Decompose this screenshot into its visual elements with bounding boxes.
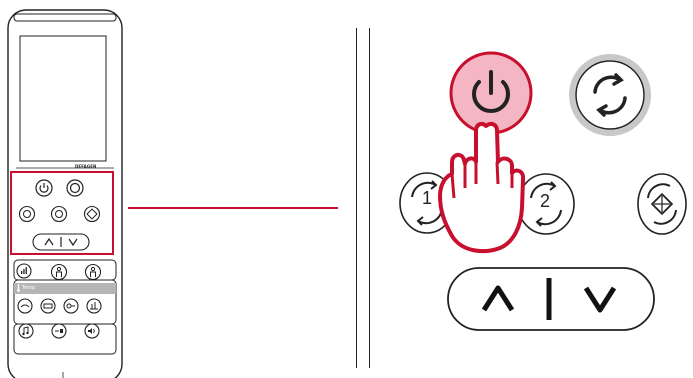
remote-temp-mode-2[interactable]	[40, 298, 56, 314]
remote-person-button-2[interactable]	[84, 263, 102, 281]
remote-fan-speed-button[interactable]	[16, 263, 32, 279]
temp-label: Temp	[22, 285, 36, 291]
divider-line-1	[356, 28, 358, 368]
cycle-icon	[593, 73, 627, 117]
remote-sound-button[interactable]	[18, 323, 34, 339]
thermometer-icon	[16, 284, 21, 292]
up-down-rocker[interactable]	[446, 266, 656, 332]
swing-2-icon	[530, 181, 562, 227]
swing-3d-button[interactable]	[636, 172, 688, 236]
swing-3d-icon	[647, 183, 677, 225]
remote-temp-mode-3[interactable]	[63, 298, 79, 314]
remote-swing-2-button[interactable]	[50, 205, 68, 223]
remote-volume-button[interactable]	[84, 323, 100, 339]
power-button[interactable]	[448, 50, 534, 136]
remote-arrow-rocker[interactable]	[32, 233, 90, 251]
chevron-down-icon	[583, 286, 617, 313]
swing-2-button[interactable]	[516, 172, 576, 236]
remote-power-button[interactable]	[34, 178, 54, 198]
power-icon	[472, 70, 510, 114]
remote-person-button-1[interactable]	[50, 263, 68, 281]
remote-mode-button[interactable]	[65, 178, 85, 198]
brand-label: DEFAGEN	[75, 164, 97, 169]
pointing-hand-icon	[436, 118, 526, 258]
remote-temp-mode-1[interactable]	[17, 298, 33, 314]
remote-swing-3d-button[interactable]	[83, 205, 101, 223]
remote-timer-button[interactable]	[51, 323, 67, 339]
remote-swing-1-button[interactable]	[18, 205, 36, 223]
swing-1-label: 1	[422, 188, 433, 208]
remote-temp-mode-4[interactable]	[86, 298, 102, 314]
mode-button[interactable]	[568, 53, 652, 137]
divider-line-2	[369, 28, 371, 368]
remote-highlight-box	[10, 171, 114, 255]
chevron-up-icon	[481, 285, 515, 312]
swing-2-label: 2	[540, 191, 551, 211]
connector-line	[128, 207, 338, 209]
